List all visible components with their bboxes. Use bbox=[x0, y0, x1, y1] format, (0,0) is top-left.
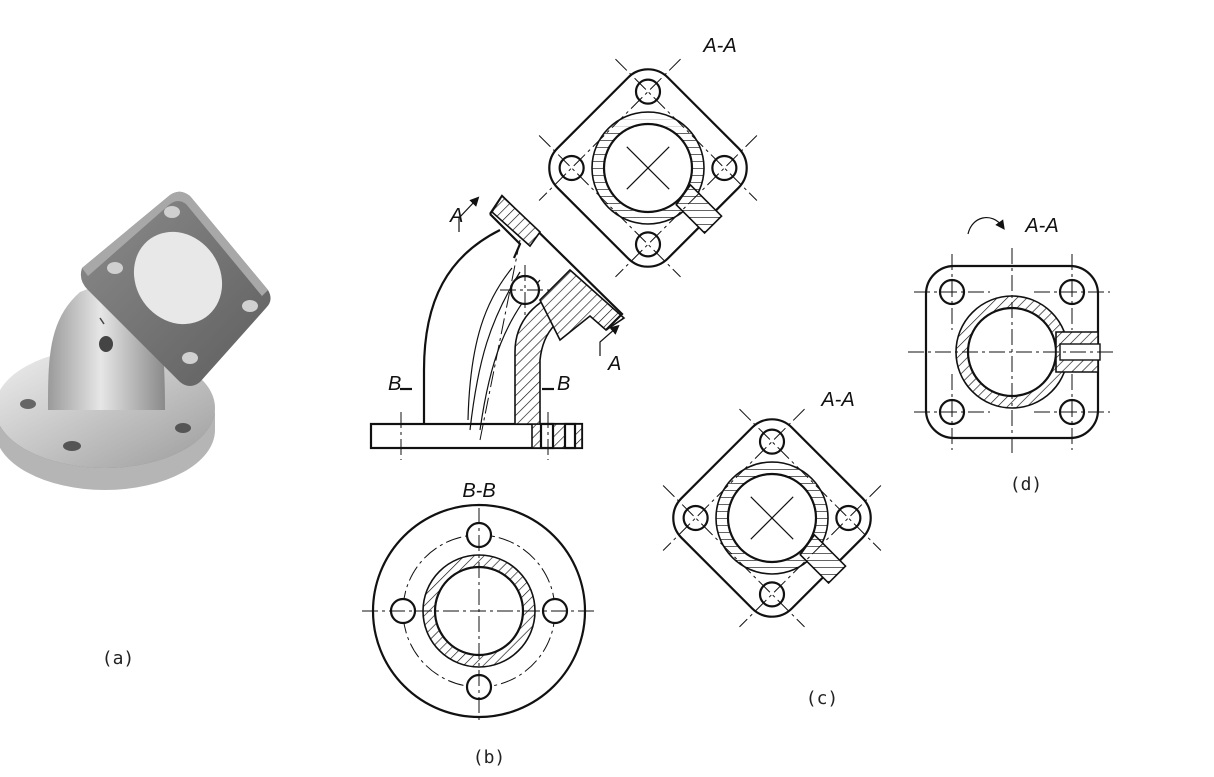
cut-line-label-right: B bbox=[557, 373, 570, 395]
isometric-render bbox=[0, 191, 271, 490]
section-a-a-c bbox=[662, 408, 882, 628]
caption-a: (a) bbox=[102, 648, 135, 669]
section-label-c: A-A bbox=[820, 389, 854, 411]
rotation-arrow-icon bbox=[967, 217, 1005, 235]
section-b-b bbox=[362, 503, 596, 722]
front-section-view bbox=[369, 194, 626, 460]
cut-arrow-label-bottom: A bbox=[607, 353, 621, 375]
caption-c: (c) bbox=[806, 688, 839, 709]
caption-d: (d) bbox=[1010, 474, 1043, 495]
caption-b: (b) bbox=[473, 747, 506, 768]
section-label-d: A-A bbox=[1024, 215, 1058, 237]
section-label-top: A-A bbox=[702, 35, 736, 57]
section-a-a-top bbox=[538, 58, 758, 278]
cut-line-label-left: B bbox=[388, 373, 401, 395]
section-label-b-b: B-B bbox=[462, 480, 495, 502]
section-a-a-d bbox=[908, 248, 1116, 456]
cut-arrow-label-top: A bbox=[449, 205, 463, 227]
